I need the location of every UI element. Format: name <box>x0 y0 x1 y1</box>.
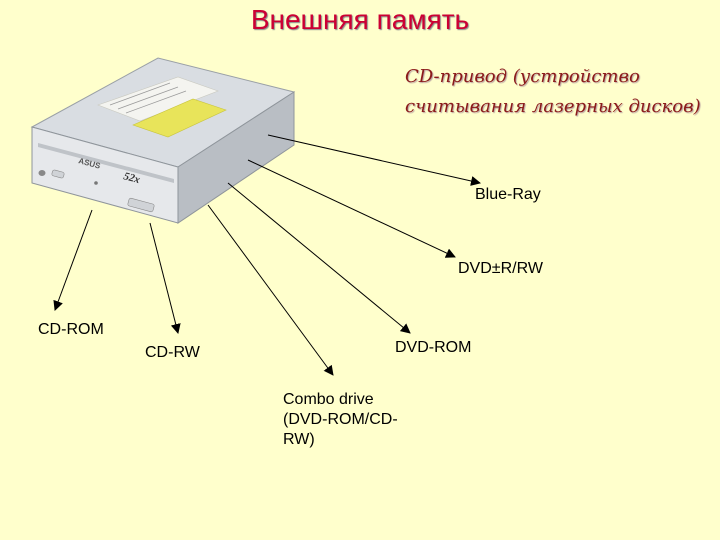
label-cd-rw: CD-RW <box>145 344 200 361</box>
subtitle: CD-привод (устройство считывания лазерны… <box>405 66 701 117</box>
arrow-to-blue-ray <box>267 134 481 186</box>
volume-knob-icon <box>51 169 65 179</box>
drive-label-white <box>97 76 219 122</box>
cd-drive-image: ASUS 52x <box>30 57 296 224</box>
eject-button-icon <box>127 197 155 213</box>
label-dvd-r-rw: DVD±R/RW <box>458 260 543 277</box>
led-icon <box>94 181 98 185</box>
label-blue-ray: Blue-Ray <box>475 186 541 203</box>
arrow-to-dvd-rom <box>227 182 411 334</box>
drive-label-yellow <box>132 98 227 138</box>
label-combo-drive: Combo drive (DVD-ROM/CD- RW) <box>283 391 398 448</box>
slide-title: Внешняя память <box>250 4 470 35</box>
tray-slot <box>38 143 174 183</box>
label-cd-rom: CD-ROM <box>38 321 104 338</box>
drive-speed-text: 52x <box>122 170 142 186</box>
arrow-to-cd-rom <box>53 209 93 311</box>
label-dvd-rom: DVD-ROM <box>395 339 472 356</box>
drive-front-bezel <box>31 126 179 224</box>
arrow-to-combo-drive <box>207 204 334 376</box>
headphone-jack-icon <box>38 170 46 176</box>
arrow-to-dvd-r-rw <box>247 159 456 258</box>
arrow-to-cd-rw <box>149 222 181 334</box>
